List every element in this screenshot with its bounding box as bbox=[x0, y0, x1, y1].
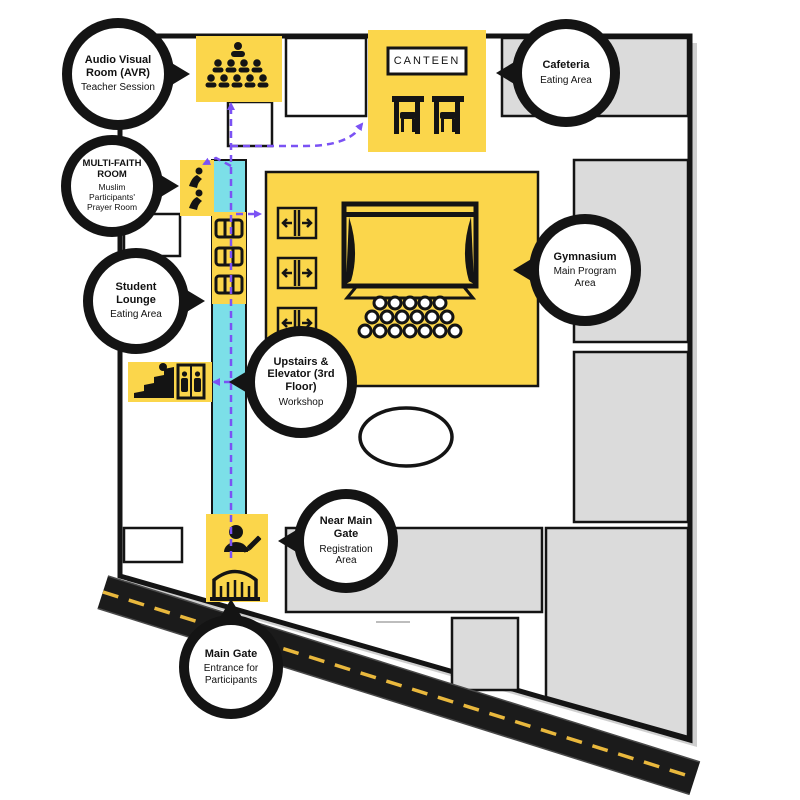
callout-main-gate: Main Gate Entrance for Participants bbox=[179, 599, 283, 719]
road-centerline bbox=[102, 590, 696, 780]
route-paths bbox=[202, 102, 364, 558]
canteen-sign-label: CANTEEN bbox=[393, 55, 461, 67]
callout-title: Upstairs & Elevator (3rd Floor) bbox=[267, 355, 335, 394]
small-print bbox=[376, 621, 410, 623]
stairs-icon bbox=[134, 363, 174, 398]
callout-title: MULTI-FAITH ROOM bbox=[82, 158, 142, 181]
callout-title: Cafeteria bbox=[542, 59, 590, 72]
callout-subtitle: Muslim Participants' Prayer Room bbox=[86, 182, 138, 212]
dining-tables-icon bbox=[392, 96, 464, 134]
callout-student-lounge: Student Lounge Eating Area bbox=[83, 248, 205, 354]
callout-subtitle: Eating Area bbox=[540, 75, 592, 87]
callout-multi-faith-room: MULTI-FAITH ROOM Muslim Participants' Pr… bbox=[61, 135, 179, 237]
callout-audio-visual-room: Audio Visual Room (AVR) Teacher Session bbox=[62, 18, 190, 130]
callout-subtitle: Workshop bbox=[278, 396, 324, 408]
callout-gymnasium: Gymnasium Main Program Area bbox=[513, 214, 641, 326]
callout-pointer-icon bbox=[185, 289, 205, 313]
lounge-area bbox=[212, 212, 246, 304]
callout-title: Gymnasium bbox=[553, 250, 617, 263]
callout-pointer-icon bbox=[496, 61, 516, 85]
callout-subtitle: Eating Area bbox=[110, 309, 162, 321]
callout-pointer-icon bbox=[219, 599, 243, 619]
route-multifaith bbox=[202, 156, 232, 168]
canteen-sign bbox=[386, 46, 468, 76]
callout-title: Main Gate bbox=[204, 647, 258, 660]
callout-title: Audio Visual Room (AVR) bbox=[84, 54, 152, 79]
round-room bbox=[358, 406, 454, 468]
route-canteen bbox=[231, 122, 364, 148]
bench-icon bbox=[214, 218, 244, 295]
callout-pointer-icon bbox=[159, 174, 179, 198]
callout-pointer-icon bbox=[278, 529, 298, 553]
audience-icon bbox=[205, 42, 269, 88]
callout-pointer-icon bbox=[170, 62, 190, 86]
callout-subtitle: Registration Area bbox=[319, 543, 373, 567]
callout-upstairs-elevator: Upstairs & Elevator (3rd Floor) Workshop bbox=[229, 326, 357, 438]
callout-near-main-gate: Near Main Gate Registration Area bbox=[278, 489, 398, 593]
callout-subtitle: Entrance for Participants bbox=[203, 663, 259, 686]
callout-title: Near Main Gate bbox=[319, 515, 373, 540]
callout-subtitle: Main Program Area bbox=[553, 266, 617, 289]
callout-title: Student Lounge bbox=[115, 281, 157, 306]
elevator-icon bbox=[176, 363, 206, 400]
callout-subtitle: Teacher Session bbox=[81, 82, 155, 94]
praying-person-icon bbox=[189, 167, 203, 210]
callout-pointer-icon bbox=[513, 258, 533, 282]
callout-pointer-icon bbox=[229, 370, 249, 394]
audience-seats-icon bbox=[357, 295, 463, 339]
callout-cafeteria: Cafeteria Eating Area bbox=[496, 19, 620, 127]
